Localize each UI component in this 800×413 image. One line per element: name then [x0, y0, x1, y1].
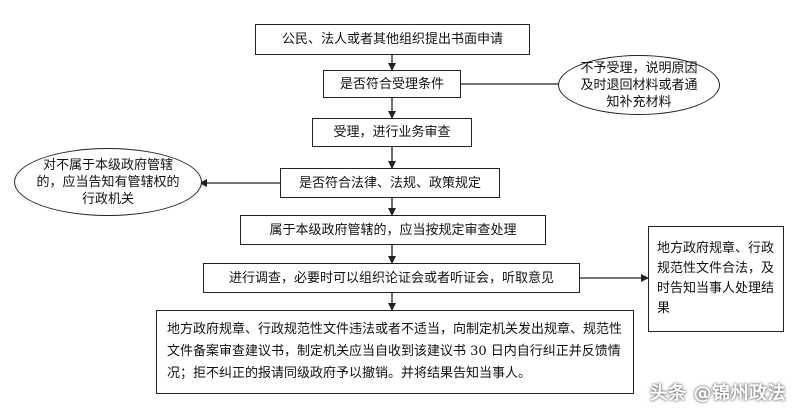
reject-ellipse: 不予受理，说明原因及时退回材料或者通知补充材料	[558, 55, 720, 115]
step3-text: 受理，进行业务审查	[333, 125, 451, 140]
legal-result-box: 地方政府规章、行政规范性文件合法，及时告知当事人处理结果	[648, 226, 784, 332]
transfer-ellipse: 对不属于本级政府管辖的，应当告知有管辖权的行政机关	[14, 148, 202, 216]
legal-text: 地方政府规章、行政规范性文件合法，及时告知当事人处理结果	[657, 241, 775, 316]
transfer-text: 对不属于本级政府管辖的，应当告知有管辖权的行政机关	[36, 157, 180, 207]
step2-acceptance-check-box: 是否符合受理条件	[323, 70, 461, 98]
reject-text: 不予受理，说明原因及时退回材料或者通知补充材料	[580, 60, 698, 110]
illegal-text: 地方政府规章、行政规范性文件违法或者不适当，向制定机关发出规章、规范性文件备案审…	[167, 322, 623, 381]
step1-application-box: 公民、法人或者其他组织提出书面申请	[255, 24, 530, 55]
step6-text: 进行调查，必要时可以组织论证会或者听证会，听取意见	[228, 270, 554, 286]
step5-jurisdiction-box: 属于本级政府管辖的，应当按规定审查处理	[240, 215, 546, 245]
illegal-handling-box: 地方政府规章、行政规范性文件违法或者不适当，向制定机关发出规章、规范性文件备案审…	[156, 310, 634, 394]
step5-text: 属于本级政府管辖的，应当按规定审查处理	[269, 222, 517, 238]
step1-text: 公民、法人或者其他组织提出书面申请	[281, 32, 503, 47]
watermark: 头条 @锦州政法	[649, 383, 786, 404]
step3-review-box: 受理，进行业务审查	[312, 118, 472, 147]
step6-investigation-box: 进行调查，必要时可以组织论证会或者听证会，听取意见	[203, 263, 580, 293]
step4-text: 是否符合法律、法规、政策规定	[298, 175, 481, 191]
step2-text: 是否符合受理条件	[339, 76, 444, 92]
step4-legality-check-box: 是否符合法律、法规、政策规定	[280, 168, 500, 198]
